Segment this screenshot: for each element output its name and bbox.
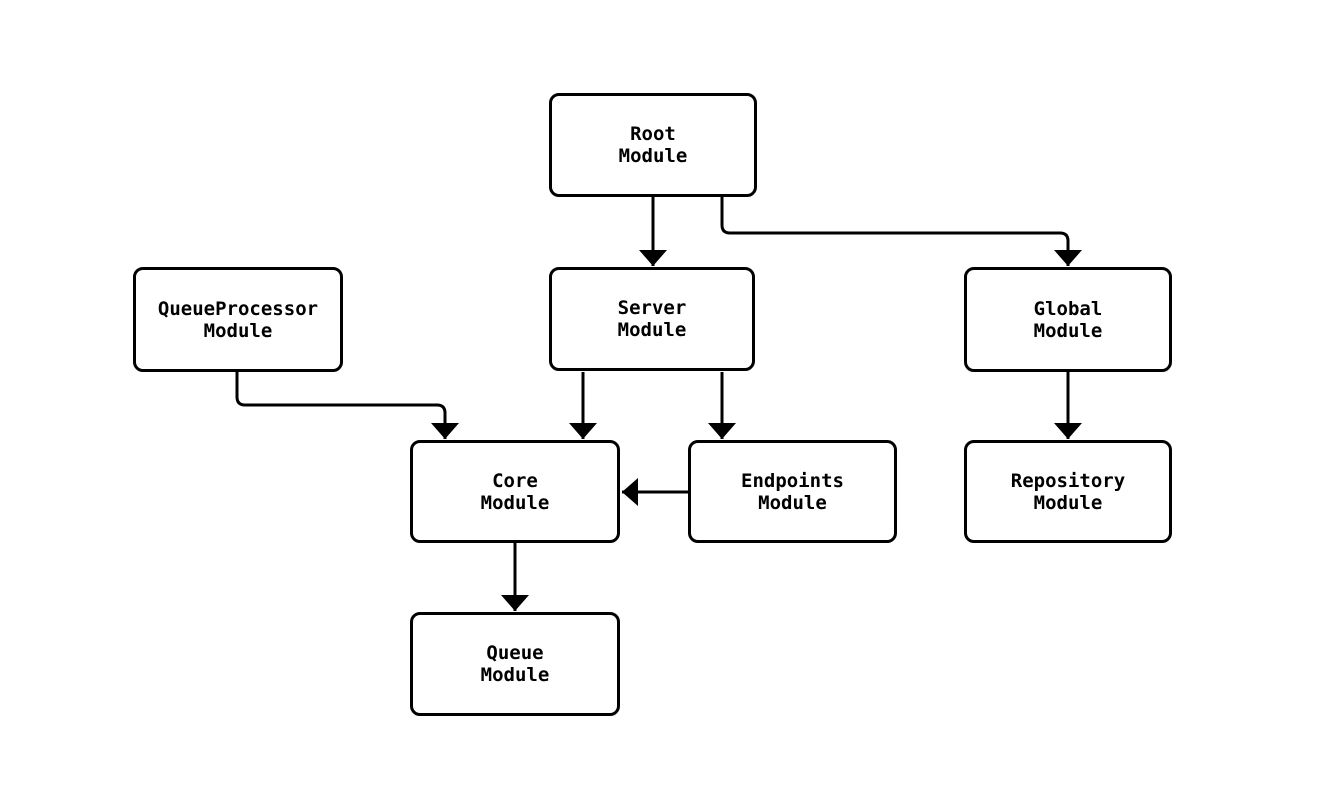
node-endpoints-module-label: Endpoints Module [741, 469, 844, 514]
node-core-module: Core Module [410, 440, 620, 543]
node-global-module: Global Module [964, 267, 1172, 372]
edge-root-to-global [720, 197, 1082, 266]
node-queue-module-label: Queue Module [480, 642, 550, 686]
node-queue-module: Queue Module [410, 612, 620, 716]
node-root-module: Root Module [549, 93, 757, 197]
node-core-module-label: Core Module [480, 469, 550, 514]
node-repository-module-label: Repository Module [1010, 469, 1126, 514]
edge-queueprocessor-to-core [235, 372, 459, 439]
node-root-module-label: Root Module [618, 123, 688, 167]
node-repository-module: Repository Module [964, 440, 1172, 543]
node-global-module-label: Global Module [1033, 297, 1103, 342]
node-server-module-label: Server Module [617, 297, 687, 341]
node-queueprocessor-module-label: QueueProcessor Module [157, 297, 319, 342]
node-endpoints-module: Endpoints Module [688, 440, 897, 543]
node-server-module: Server Module [549, 267, 755, 371]
node-queueprocessor-module: QueueProcessor Module [133, 267, 343, 372]
